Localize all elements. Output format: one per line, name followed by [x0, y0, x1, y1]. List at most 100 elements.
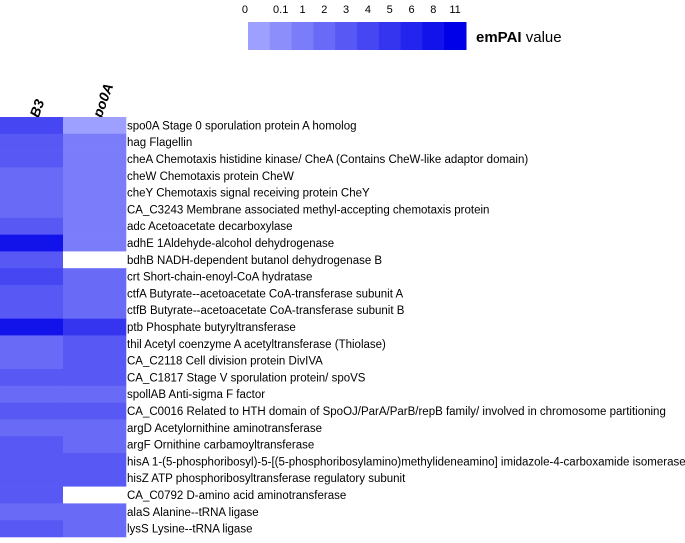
- row-label: CA_C2118 Cell division protein DivIVA: [127, 356, 323, 368]
- legend-title: emPAI value: [476, 29, 562, 46]
- heatmap-cell: [63, 285, 127, 303]
- heatmap-cell: [63, 335, 127, 353]
- heatmap-cell: [0, 520, 64, 538]
- legend-swatch: [291, 22, 314, 50]
- row-label: argD Acetylornithine aminotransferase: [127, 423, 322, 435]
- legend-swatch: [335, 22, 358, 50]
- heatmap-cell: [0, 251, 64, 269]
- heatmap-cell: [63, 469, 127, 487]
- heatmap-cells: [0, 117, 127, 538]
- heatmap-cell: [63, 369, 127, 387]
- row-label: spollAB Anti-sigma F factor: [127, 389, 265, 401]
- heatmap-cell: [0, 217, 64, 235]
- row-label: ptb Phosphate butyryltransferase: [127, 322, 296, 334]
- row-label: hisZ ATP phosphoribosyltransferase regul…: [127, 473, 406, 485]
- legend: 0 0.1 1 2 3 4 5 6 8 11 emPAI value: [242, 4, 562, 50]
- legend-swatch: [400, 22, 423, 50]
- legend-tick-label: 0.1: [273, 4, 288, 16]
- legend-swatch: [248, 22, 271, 50]
- row-label: argF Ornithine carbamoyltransferase: [127, 440, 314, 452]
- row-labels: spo0A Stage 0 sporulation protein A homo…: [127, 120, 685, 535]
- row-label: cheY Chemotaxis signal receiving protein…: [127, 188, 370, 200]
- legend-title-bold: emPAI: [476, 29, 522, 46]
- heatmap-cell: [63, 385, 127, 403]
- row-label: thil Acetyl coenzyme A acetyltransferase…: [127, 339, 386, 351]
- heatmap-cell: [0, 318, 64, 336]
- heatmap-cell: [63, 503, 127, 521]
- heatmap-cell: [63, 117, 127, 135]
- heatmap-cell: [0, 150, 64, 168]
- heatmap-cell: [0, 469, 64, 487]
- heatmap-cell: [63, 520, 127, 538]
- heatmap-cell: [0, 133, 64, 151]
- heatmap-cell: [0, 335, 64, 353]
- legend-swatch: [444, 22, 467, 50]
- heatmap-cell: [63, 301, 127, 319]
- legend-tick-label: 11: [449, 4, 460, 16]
- legend-tick-label: 6: [408, 4, 414, 16]
- heatmap-cell: [0, 234, 64, 252]
- heatmap-cell: [0, 385, 64, 403]
- legend-tick-label: 5: [387, 4, 393, 16]
- row-label: cheW Chemotaxis protein CheW: [127, 171, 294, 183]
- heatmap-cell: [0, 167, 64, 185]
- heatmap-cell: [63, 150, 127, 168]
- heatmap-cell: [63, 251, 127, 269]
- heatmap-cell: [63, 436, 127, 454]
- row-label: hisA 1-(5-phosphoribosyl)-5-[(5-phosphor…: [127, 456, 685, 468]
- heatmap-cell: [63, 486, 127, 504]
- heatmap-cell: [0, 503, 64, 521]
- legend-tick-label: 0: [242, 4, 248, 16]
- heatmap-cell: [63, 234, 127, 252]
- legend-swatch: [313, 22, 336, 50]
- heatmap-cell: [63, 352, 127, 370]
- heatmap-cell: [0, 369, 64, 387]
- row-label: ctfB Butyrate--acetoacetate CoA-transfer…: [127, 305, 405, 317]
- row-label: bdhB NADH-dependent butanol dehydrogenas…: [127, 255, 382, 267]
- legend-tick-label: 2: [321, 4, 327, 16]
- heatmap-cell: [63, 184, 127, 202]
- heatmap-cell: [63, 167, 127, 185]
- heatmap-cell: [0, 285, 64, 303]
- row-label: lysS Lysine--tRNA ligase: [127, 524, 252, 536]
- heatmap-cell: [0, 402, 64, 420]
- heatmap-cell: [0, 301, 64, 319]
- legend-tick-label: 3: [343, 4, 349, 16]
- row-label: adc Acetoacetate decarboxylase: [127, 221, 293, 233]
- row-label: crt Short-chain-enoyl-CoA hydratase: [127, 272, 312, 284]
- heatmap-cell: [63, 268, 127, 286]
- heatmap-cell: [0, 436, 64, 454]
- heatmap-cell: [63, 419, 127, 437]
- legend-tick-label: 4: [365, 4, 371, 16]
- row-label: adhE 1Aldehyde-alcohol dehydrogenase: [127, 238, 334, 250]
- row-label: CA_C0016 Related to HTH domain of SpoOJ/…: [127, 406, 666, 418]
- row-label: hag Flagellin: [127, 137, 192, 149]
- row-label: CA_C1817 Stage V sporulation protein/ sp…: [127, 372, 366, 384]
- row-label: CA_C3243 Membrane associated methyl-acce…: [127, 204, 489, 216]
- legend-swatch: [269, 22, 293, 50]
- legend-swatch: [378, 22, 402, 50]
- heatmap-cell: [63, 402, 127, 420]
- heatmap-cell: [0, 486, 64, 504]
- legend-title-rest: value: [522, 29, 562, 46]
- heatmap-cell: [63, 318, 127, 336]
- row-label: alaS Alanine--tRNA ligase: [127, 507, 259, 519]
- heatmap-cell: [0, 117, 64, 135]
- heatmap-cell: [0, 184, 64, 202]
- heatmap-cell: [0, 419, 64, 437]
- heatmap-cell: [0, 352, 64, 370]
- heatmap-cell: [0, 453, 64, 471]
- heatmap-cell: [63, 217, 127, 235]
- legend-tick-label: 1: [299, 4, 305, 16]
- column-label: B3: [26, 97, 47, 119]
- row-label: CA_C0792 D-amino acid aminotransferase: [127, 490, 346, 502]
- legend-tick-label: 8: [430, 4, 436, 16]
- row-label: spo0A Stage 0 sporulation protein A homo…: [127, 120, 357, 132]
- heatmap-cell: [63, 133, 127, 151]
- row-label: ctfA Butyrate--acetoacetate CoA-transfer…: [127, 288, 403, 300]
- heatmap-cell: [63, 201, 127, 219]
- row-label: cheA Chemotaxis histidine kinase/ CheA (…: [127, 154, 528, 166]
- heatmap-cell: [0, 201, 64, 219]
